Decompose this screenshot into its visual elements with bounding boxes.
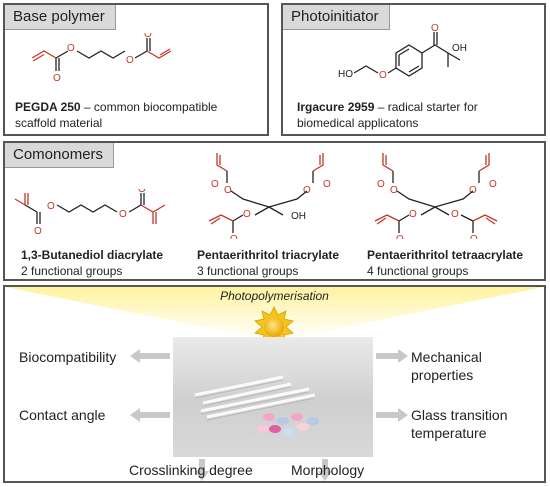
label-mechanical-1: Mechanical (411, 349, 482, 365)
comonomer-1-name: 1,3-Butanediol diacrylate (21, 248, 164, 262)
svg-text:O: O (409, 209, 417, 220)
comonomer-1-groups: 2 functional groups (21, 264, 123, 278)
pegda-caption: PEGDA 250 – common biocompatible scaffol… (15, 99, 265, 131)
arrow-down-left (195, 459, 209, 481)
svg-text:O: O (489, 179, 497, 190)
svg-text:HO: HO (338, 69, 353, 80)
label-glass-transition-2: temperature (411, 425, 487, 441)
label-contact-angle: Contact angle (19, 407, 106, 423)
photopolymerisation-title: Photopolymerisation (220, 289, 329, 303)
svg-text:O: O (67, 43, 75, 54)
svg-text:O: O (211, 179, 219, 190)
svg-text:O: O (469, 185, 477, 196)
svg-text:O: O (396, 234, 404, 239)
label-crosslinking-degree: Crosslinking degree (129, 462, 253, 478)
svg-text:O: O (230, 234, 238, 239)
sample-photo (173, 337, 373, 457)
label-glass-transition-1: Glass transition (411, 407, 508, 423)
irgacure-caption: Irgacure 2959 – radical starter for biom… (297, 99, 542, 131)
irgacure-desc-2: biomedical applicatons (297, 116, 419, 130)
pegda-name: PEGDA 250 (15, 100, 81, 114)
photopolymerisation-panel: Photopolymerisation (3, 285, 546, 483)
svg-text:OH: OH (452, 43, 467, 54)
arrow-right-bottom (376, 408, 408, 422)
irgacure-desc-1: – radical starter for (374, 100, 478, 114)
svg-text:O: O (390, 185, 398, 196)
comonomers-tab: Comonomers (5, 143, 115, 168)
comonomer-3-groups: 4 functional groups (367, 264, 469, 278)
svg-text:O: O (323, 179, 331, 190)
svg-text:O: O (144, 33, 152, 40)
comonomers-panel: Comonomers O O O O 1,3-Butanediol diacry… (3, 141, 546, 281)
svg-text:O: O (47, 201, 55, 212)
base-polymer-tab: Base polymer (5, 5, 116, 30)
arrow-left-bottom (130, 408, 170, 422)
label-mechanical-2: properties (411, 367, 474, 383)
sample-photo-art (194, 375, 319, 436)
label-biocompatibility: Biocompatibility (19, 349, 117, 365)
svg-text:OH: OH (291, 211, 306, 222)
butanediol-diacrylate-structure: O O O O (14, 189, 166, 237)
comonomer-2-caption: Pentaerithritol triacrylate 3 functional… (197, 247, 377, 279)
arrow-down-right (318, 459, 332, 481)
svg-text:O: O (126, 55, 134, 66)
arrow-right-top (376, 349, 408, 363)
irgacure-name: Irgacure 2959 (297, 100, 375, 114)
svg-text:O: O (451, 209, 459, 220)
photoinitiator-panel: Photoinitiator HO O O OH Irgacure 2959 –… (281, 3, 546, 136)
pegda-desc-2: scaffold material (15, 116, 103, 130)
svg-text:O: O (34, 226, 42, 237)
svg-text:O: O (470, 234, 478, 239)
comonomer-2-name: Pentaerithritol triacrylate (197, 248, 340, 262)
svg-text:O: O (243, 209, 251, 220)
label-morphology: Morphology (291, 462, 365, 478)
svg-text:O: O (377, 179, 385, 190)
svg-text:O: O (138, 189, 146, 195)
pegda-structure: O O O O (31, 33, 172, 84)
comonomer-1-caption: 1,3-Butanediol diacrylate 2 functional g… (21, 247, 201, 279)
comonomer-2-groups: 3 functional groups (197, 264, 299, 278)
comonomer-3-caption: Pentaerithritol tetraacrylate 4 function… (367, 247, 547, 279)
svg-text:O: O (431, 23, 439, 34)
pegda-desc-1: – common biocompatible (80, 100, 218, 114)
photoinitiator-tab: Photoinitiator (283, 5, 390, 30)
comonomer-3-name: Pentaerithritol tetraacrylate (367, 248, 524, 262)
svg-text:O: O (119, 209, 127, 220)
svg-text:O: O (53, 73, 61, 84)
svg-text:O: O (224, 185, 232, 196)
arrow-left-top (130, 349, 170, 363)
base-polymer-panel: Base polymer O O O O PEGDA 250 – common … (3, 3, 269, 136)
svg-text:O: O (379, 70, 387, 81)
irgacure-structure: HO O O OH (338, 23, 467, 81)
svg-text:O: O (303, 185, 311, 196)
pentaerythritol-triacrylate-structure: O O O O OH O O (208, 153, 331, 239)
pentaerythritol-tetraacrylate-structure: O O O O O O O O (374, 153, 498, 239)
property-arrows (130, 349, 408, 481)
